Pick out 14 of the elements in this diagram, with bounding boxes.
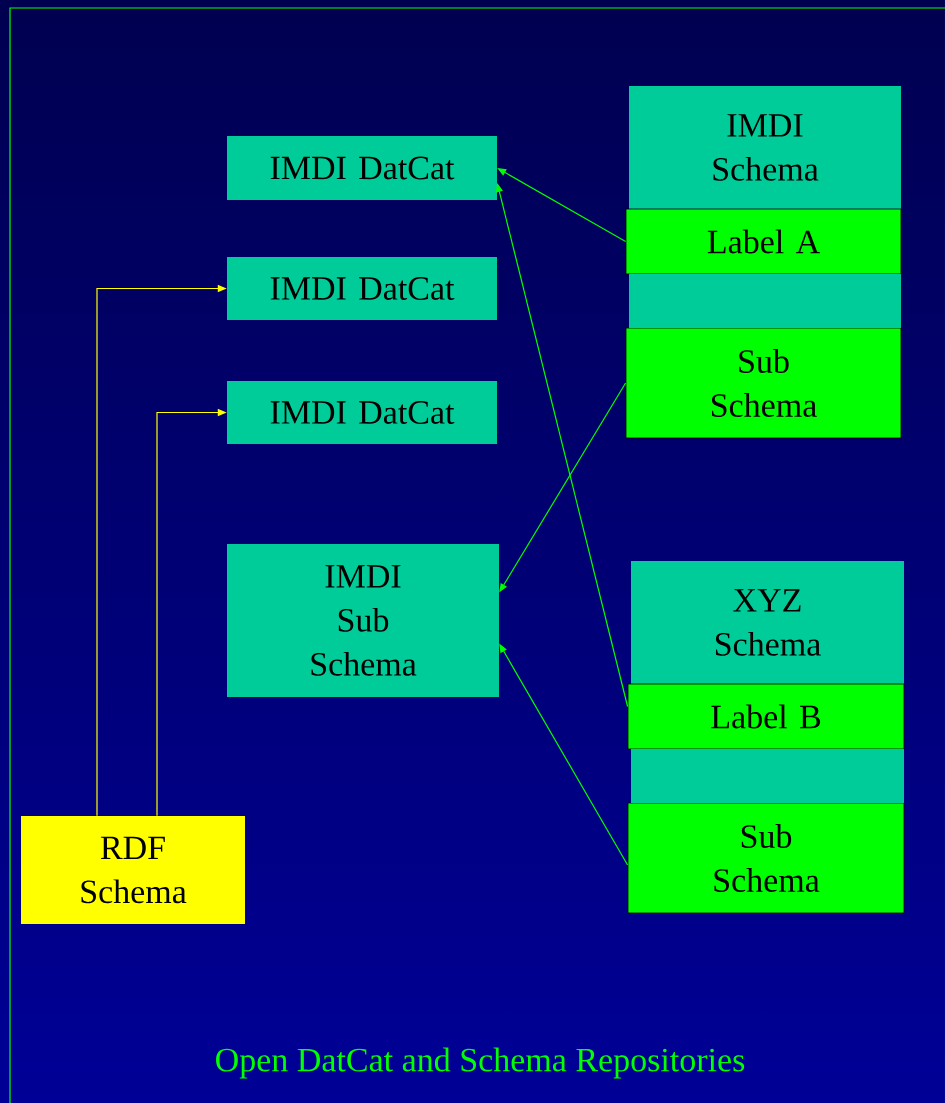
- text-box: IMDI DatCat: [227, 381, 497, 444]
- text-box: Label A: [625, 208, 902, 275]
- text-box: Sub Schema: [627, 802, 905, 914]
- column-band: [629, 274, 901, 328]
- column-band: [631, 749, 904, 803]
- text-box: IMDI DatCat: [227, 136, 497, 200]
- text-box: IMDI DatCat: [227, 257, 497, 320]
- caption: Open DatCat and Schema Repositories: [216, 1047, 745, 1079]
- text-box: IMDI Schema: [629, 86, 901, 209]
- text-box: Label B: [627, 683, 905, 750]
- text-box: RDF Schema: [21, 816, 245, 924]
- text-box: XYZ Schema: [631, 561, 904, 684]
- text-box: IMDI Sub Schema: [227, 544, 499, 697]
- text-box: Sub Schema: [625, 327, 902, 439]
